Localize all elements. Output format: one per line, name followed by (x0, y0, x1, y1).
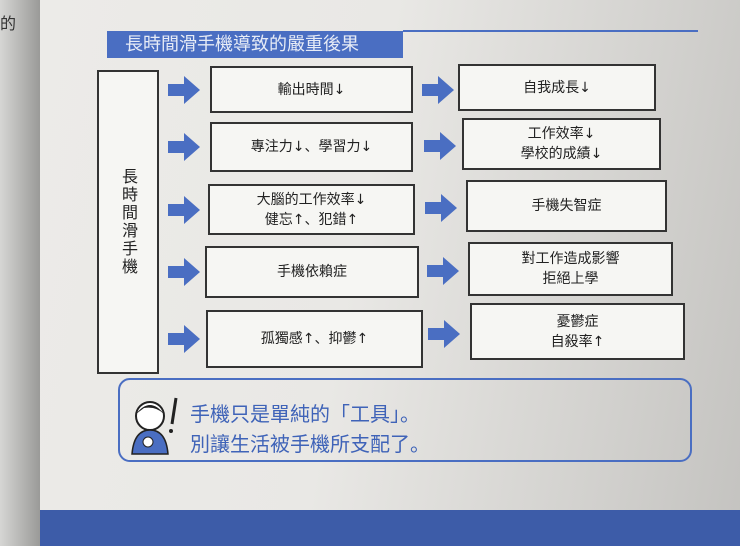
diagram-title: 長時間滑手機導致的嚴重後果 (107, 31, 403, 58)
effect-box: 大腦的工作效率↓ 健忘↑、犯錯↑ (208, 184, 415, 235)
effect-box: 輸出時間↓ (210, 66, 413, 113)
arrow-right-icon (422, 75, 454, 104)
box-text: 自我成長↓ (523, 79, 591, 96)
title-rule (403, 30, 698, 32)
result-box: 工作效率↓ 學校的成績↓ (462, 118, 661, 170)
arrow-right-icon (428, 319, 460, 348)
box-text: 孤獨感↑、抑鬱↑ (260, 331, 369, 347)
callout-line-1: 手機只是單純的「工具」。 (190, 402, 420, 426)
arrow-right-icon (168, 75, 200, 104)
result-box: 憂鬱症自殺率↑ (470, 303, 685, 360)
result-box: 手機失智症 (466, 180, 667, 232)
result-box: 自我成長↓ (458, 64, 656, 111)
box-text: 專注力↓、學習力↓ (250, 139, 373, 155)
arrow-right-icon (425, 194, 457, 222)
box-text: 輸出時間↓ (277, 81, 346, 98)
source-label: 長時間滑手機 (119, 168, 138, 276)
box-text: 自殺率↑ (550, 333, 605, 350)
character-icon (131, 397, 178, 455)
box-text: 憂鬱症 (556, 313, 599, 330)
box-text: 大腦的工作效率↓ (256, 191, 367, 208)
result-box: 對工作造成影響拒絕上學 (468, 242, 673, 296)
arrow-right-icon (168, 258, 200, 286)
effect-box: 孤獨感↑、抑鬱↑ (206, 310, 423, 368)
left-page-text: 的 (0, 14, 17, 33)
callout-box (118, 378, 692, 462)
box-text: 對工作造成影響 (521, 251, 620, 267)
bottom-strip (40, 510, 740, 546)
effect-box: 手機依賴症 (205, 246, 419, 298)
left-page: 的 (0, 0, 40, 546)
box-text: 手機失智症 (531, 198, 602, 214)
box-text: 拒絕上學 (542, 271, 599, 287)
source-box: 長時間滑手機 (97, 70, 159, 374)
box-text: 手機依賴症 (277, 264, 347, 280)
effect-box: 專注力↓、學習力↓ (210, 122, 413, 172)
box-text: 學校的成績↓ (520, 146, 603, 162)
box-text: 工作效率↓ (527, 126, 596, 142)
callout-line-2: 別讓生活被手機所支配了。 (190, 432, 430, 456)
arrow-right-icon (168, 325, 200, 353)
box-text: 健忘↑、犯錯↑ (264, 211, 359, 228)
arrow-right-icon (168, 195, 200, 224)
arrow-right-icon (426, 257, 459, 285)
arrow-right-icon (168, 133, 200, 161)
arrow-right-icon (423, 132, 456, 160)
